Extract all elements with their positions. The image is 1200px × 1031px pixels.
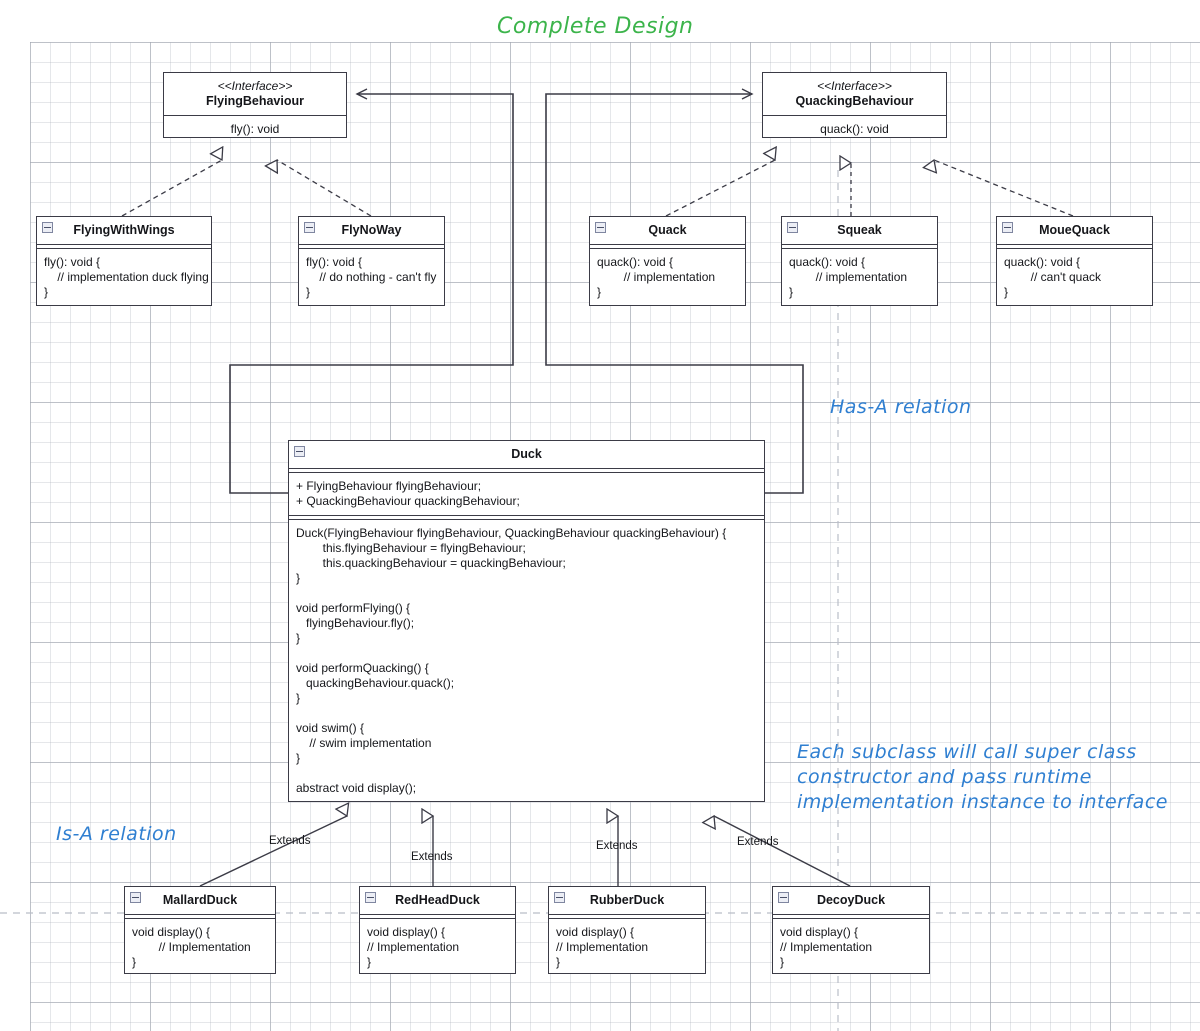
squeak-body: quack(): void { // implementation } <box>789 255 908 299</box>
collapse-icon[interactable] <box>787 222 798 233</box>
collapse-icon[interactable] <box>42 222 53 233</box>
class-box-flyingwithwings[interactable]: FlyingWithWings fly(): void { // impleme… <box>36 216 212 306</box>
note-line-2: constructor and pass runtime <box>797 766 1092 788</box>
divider <box>590 244 745 249</box>
redheadduck-body: void display() { // Implementation } <box>367 925 460 969</box>
edge-label-extends-redheadduck: Extends <box>411 851 453 863</box>
divider <box>997 244 1152 249</box>
decoyduck-header: DecoyDuck <box>773 887 929 914</box>
quackingbehaviour-method: quack(): void <box>820 122 889 136</box>
duck-attributes: + FlyingBehaviour flyingBehaviour; + Qua… <box>296 479 520 508</box>
mouequack-body: quack(): void { // can't quack } <box>1004 255 1102 299</box>
collapse-icon[interactable] <box>778 892 789 903</box>
flynoway-header: FlyNoWay <box>299 217 444 244</box>
mallardduck-name: MallardDuck <box>162 893 238 907</box>
divider <box>125 914 275 919</box>
divider <box>289 515 764 520</box>
flyingbehaviour-stereotype: <<Interface>> <box>217 79 293 93</box>
decoyduck-body: void display() { // Implementation } <box>780 925 873 969</box>
collapse-icon[interactable] <box>365 892 376 903</box>
duck-header: Duck <box>289 441 764 468</box>
collapse-icon[interactable] <box>304 222 315 233</box>
quack-name: Quack <box>648 223 687 237</box>
flyingbehaviour-method: fly(): void <box>230 122 280 136</box>
quackingbehaviour-stereotype: <<Interface>> <box>817 79 892 93</box>
duck-name: Duck <box>511 447 542 461</box>
divider <box>360 914 515 919</box>
collapse-icon[interactable] <box>294 446 305 457</box>
divider <box>763 115 946 116</box>
divider <box>782 244 937 249</box>
class-box-rubberduck[interactable]: RubberDuck void display() { // Implement… <box>548 886 706 974</box>
note-is-a-relation: Is-A relation <box>56 823 177 845</box>
edge-label-extends-rubberduck: Extends <box>596 840 638 852</box>
note-line-3: implementation instance to interface <box>797 791 1168 813</box>
quack-header: Quack <box>590 217 745 244</box>
mallardduck-body: void display() { // Implementation } <box>132 925 251 969</box>
flyingwithwings-name: FlyingWithWings <box>73 223 175 237</box>
squeak-header: Squeak <box>782 217 937 244</box>
divider <box>549 914 705 919</box>
flynoway-body: fly(): void { // do nothing - can't fly … <box>306 255 437 299</box>
flyingbehaviour-name: FlyingBehaviour <box>206 94 304 108</box>
flyingwithwings-header: FlyingWithWings <box>37 217 211 244</box>
divider <box>299 244 444 249</box>
collapse-icon[interactable] <box>595 222 606 233</box>
divider <box>289 468 764 473</box>
collapse-icon[interactable] <box>1002 222 1013 233</box>
collapse-icon[interactable] <box>130 892 141 903</box>
class-box-decoyduck[interactable]: DecoyDuck void display() { // Implementa… <box>772 886 930 974</box>
redheadduck-name: RedHeadDuck <box>395 893 480 907</box>
edge-label-extends-decoyduck: Extends <box>737 836 779 848</box>
decoyduck-name: DecoyDuck <box>816 893 886 907</box>
divider <box>37 244 211 249</box>
flynoway-name: FlyNoWay <box>341 223 402 237</box>
class-box-redheadduck[interactable]: RedHeadDuck void display() { // Implemen… <box>359 886 516 974</box>
note-subclass-constructor: Each subclass will call super class const… <box>797 740 1168 815</box>
page-title: Complete Design <box>497 14 694 39</box>
redheadduck-header: RedHeadDuck <box>360 887 515 914</box>
note-line-1: Each subclass will call super class <box>797 741 1137 763</box>
quackingbehaviour-name: QuackingBehaviour <box>795 94 914 108</box>
rubberduck-name: RubberDuck <box>589 893 665 907</box>
mouequack-header: MoueQuack <box>997 217 1152 244</box>
rubberduck-body: void display() { // Implementation } <box>556 925 649 969</box>
mouequack-name: MoueQuack <box>1039 223 1110 237</box>
class-box-quackingbehaviour[interactable]: <<Interface>> QuackingBehaviour quack():… <box>762 72 947 138</box>
collapse-icon[interactable] <box>554 892 565 903</box>
note-has-a-relation: Has-A relation <box>830 396 972 418</box>
mallardduck-header: MallardDuck <box>125 887 275 914</box>
squeak-name: Squeak <box>837 223 882 237</box>
duck-methods: Duck(FlyingBehaviour flyingBehaviour, Qu… <box>296 526 727 795</box>
rubberduck-header: RubberDuck <box>549 887 705 914</box>
divider <box>773 914 929 919</box>
class-box-mouequack[interactable]: MoueQuack quack(): void { // can't quack… <box>996 216 1153 306</box>
class-box-mallardduck[interactable]: MallardDuck void display() { // Implemen… <box>124 886 276 974</box>
flyingbehaviour-header: <<Interface>> FlyingBehaviour <box>164 73 346 115</box>
class-box-flynoway[interactable]: FlyNoWay fly(): void { // do nothing - c… <box>298 216 445 306</box>
divider <box>164 115 346 116</box>
class-box-squeak[interactable]: Squeak quack(): void { // implementation… <box>781 216 938 306</box>
quackingbehaviour-header: <<Interface>> QuackingBehaviour <box>763 73 946 115</box>
class-box-flyingbehaviour[interactable]: <<Interface>> FlyingBehaviour fly(): voi… <box>163 72 347 138</box>
flyingwithwings-body: fly(): void { // implementation duck fly… <box>44 255 209 299</box>
class-box-quack[interactable]: Quack quack(): void { // implementation … <box>589 216 746 306</box>
quack-body: quack(): void { // implementation } <box>597 255 716 299</box>
class-box-duck[interactable]: Duck + FlyingBehaviour flyingBehaviour; … <box>288 440 765 802</box>
edge-label-extends-mallardduck: Extends <box>269 835 311 847</box>
